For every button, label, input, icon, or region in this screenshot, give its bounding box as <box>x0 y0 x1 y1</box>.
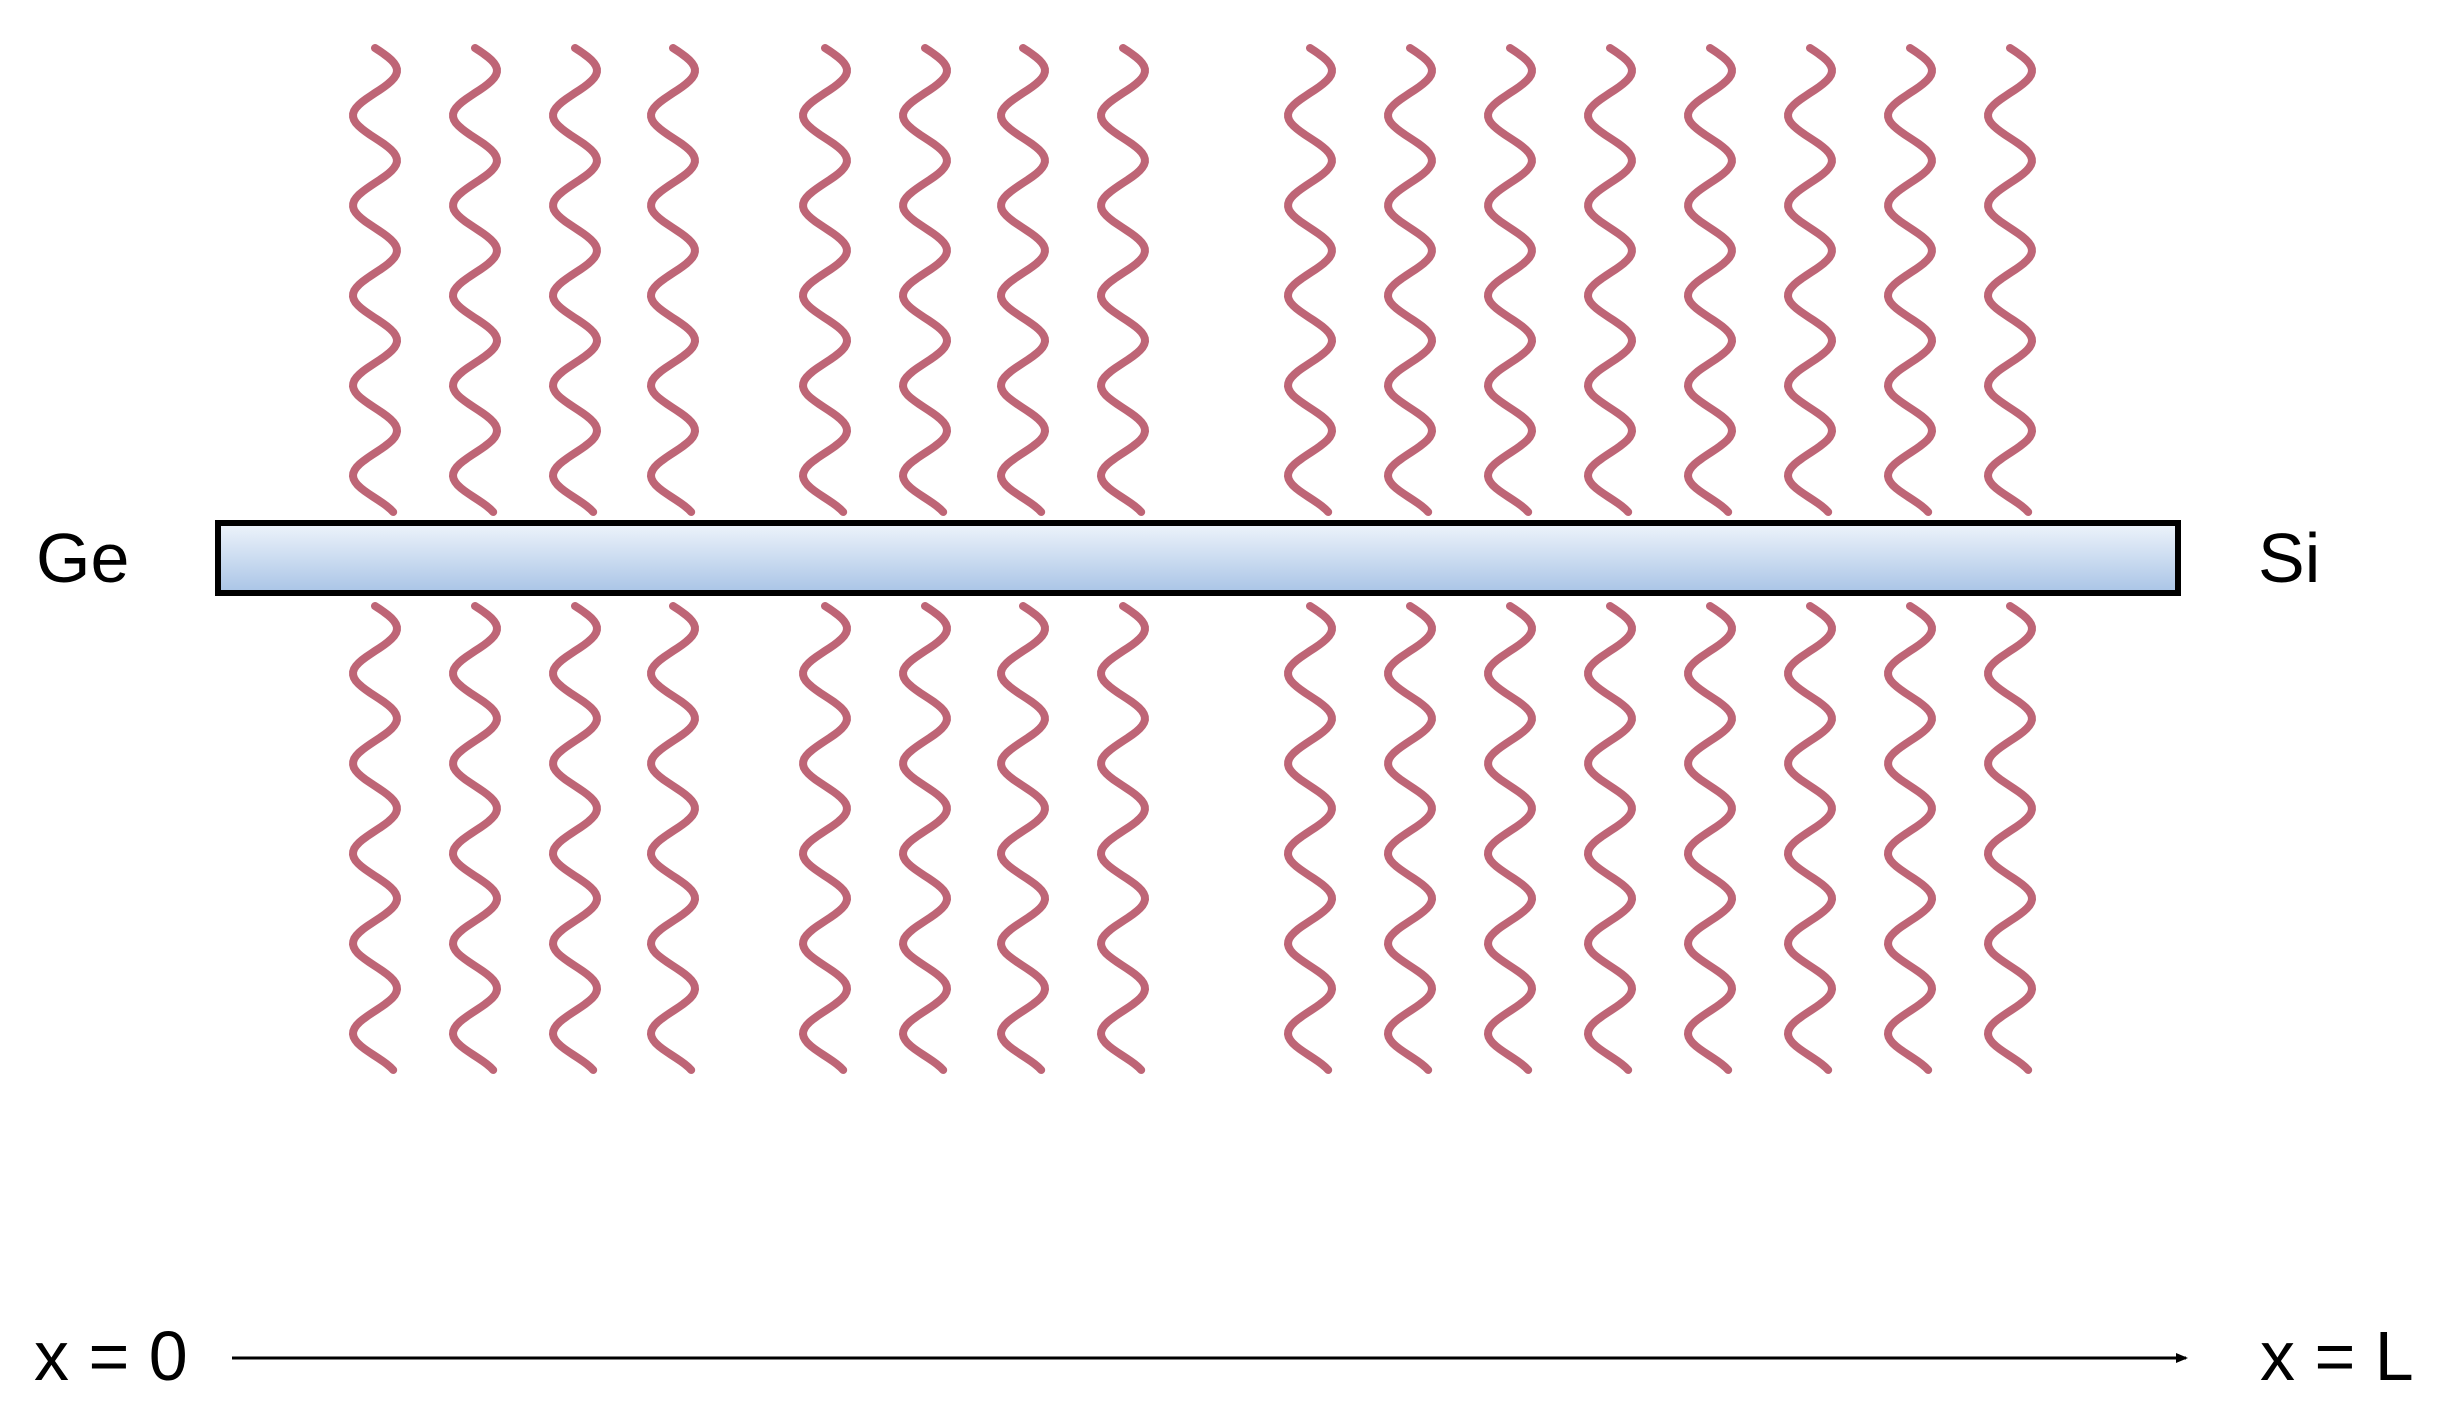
bottom-wave-1 <box>348 602 402 1074</box>
top-wave-5 <box>798 44 852 516</box>
bottom-wave-16 <box>1983 602 2037 1074</box>
top-wave-2 <box>448 44 502 516</box>
bottom-wave-8 <box>1096 602 1150 1074</box>
bottom-wave-10 <box>1383 602 1437 1074</box>
top-wave-11 <box>1483 44 1537 516</box>
semiconductor-bar <box>215 520 2181 596</box>
top-wave-6 <box>898 44 952 516</box>
axis-end-label: x = L <box>2260 1317 2414 1395</box>
top-wave-8 <box>1096 44 1150 516</box>
top-wave-12 <box>1583 44 1637 516</box>
bottom-wave-14 <box>1783 602 1837 1074</box>
bottom-wave-2 <box>448 602 502 1074</box>
bottom-wave-6 <box>898 602 952 1074</box>
axis-start-label: x = 0 <box>34 1317 188 1395</box>
bottom-wave-7 <box>996 602 1050 1074</box>
radiation-waves-bottom <box>348 602 2037 1074</box>
top-wave-14 <box>1783 44 1837 516</box>
top-wave-3 <box>548 44 602 516</box>
top-wave-10 <box>1383 44 1437 516</box>
top-wave-9 <box>1283 44 1337 516</box>
bottom-wave-9 <box>1283 602 1337 1074</box>
top-wave-1 <box>348 44 402 516</box>
top-wave-16 <box>1983 44 2037 516</box>
bottom-wave-3 <box>548 602 602 1074</box>
bottom-wave-12 <box>1583 602 1637 1074</box>
top-wave-7 <box>996 44 1050 516</box>
bottom-wave-4 <box>646 602 700 1074</box>
right-material-label: Si <box>2258 519 2320 597</box>
radiation-waves-top <box>348 44 2037 516</box>
bottom-wave-5 <box>798 602 852 1074</box>
top-wave-4 <box>646 44 700 516</box>
top-wave-15 <box>1883 44 1937 516</box>
top-wave-13 <box>1683 44 1737 516</box>
bottom-wave-11 <box>1483 602 1537 1074</box>
bottom-wave-13 <box>1683 602 1737 1074</box>
bottom-wave-15 <box>1883 602 1937 1074</box>
left-material-label: Ge <box>36 519 129 597</box>
